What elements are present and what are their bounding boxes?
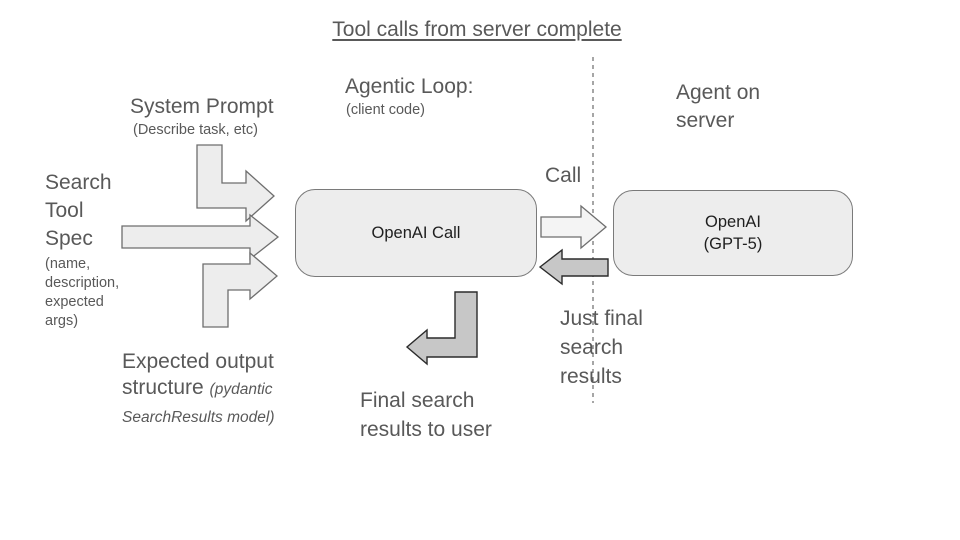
agentic-loop-sublabel: (client code): [346, 102, 425, 118]
call-arrow-icon: [540, 204, 608, 250]
results-return-arrow-icon: [538, 248, 609, 286]
openai-gpt5-node[interactable]: OpenAI (GPT-5): [613, 190, 853, 276]
search-tool-spec-label: Search Tool Spec: [45, 171, 112, 250]
search-tool-spec-sublabel: (name, description, expected args): [45, 256, 120, 329]
agentic-loop-label: Agentic Loop:: [345, 75, 474, 98]
diagram-title: Tool calls from server complete: [332, 18, 622, 41]
agent-on-server-label: Agent on server: [676, 81, 761, 132]
expected-output-main: Expected output structure: [122, 350, 274, 399]
search-tool-spec-arrow-icon: [121, 213, 280, 261]
openai-gpt5-node-label-line1: OpenAI: [705, 213, 761, 231]
final-results-arrow-icon: [405, 291, 478, 366]
final-results-label: Final search results to user: [360, 389, 492, 441]
openai-call-node[interactable]: OpenAI Call: [295, 189, 537, 277]
openai-gpt5-node-label-line2: (GPT-5): [703, 235, 763, 253]
openai-call-node-label: OpenAI Call: [371, 224, 461, 242]
expected-output-sublabel: (pydantic SearchResults model): [122, 381, 275, 426]
expected-output-label: Expected output structure (pydantic Sear…: [122, 349, 340, 431]
call-label: Call: [545, 164, 582, 187]
system-prompt-label: System Prompt: [130, 95, 274, 118]
just-final-results-label: Just final search results: [560, 307, 643, 388]
expected-output-arrow-icon: [202, 251, 279, 328]
system-prompt-arrow-icon: [196, 144, 275, 223]
system-prompt-sublabel: (Describe task, etc): [133, 122, 258, 138]
